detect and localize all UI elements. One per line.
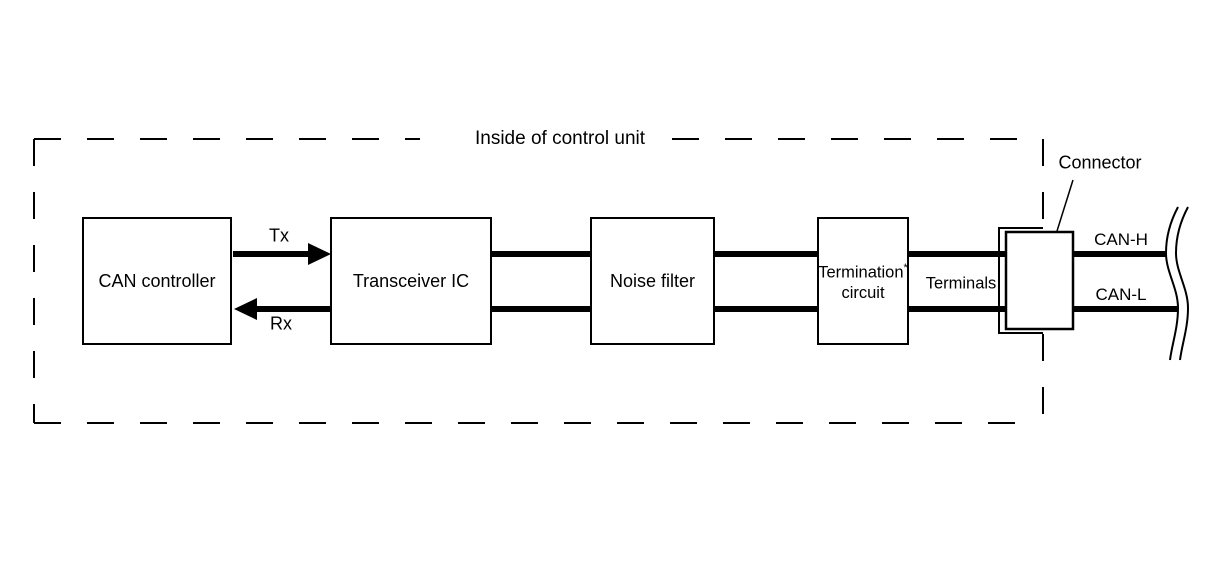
control-unit-dashed-boundary bbox=[33, 138, 1044, 424]
cable-break-icon bbox=[1164, 206, 1190, 361]
tx-arrow-icon bbox=[233, 243, 331, 265]
cable-break-right-squiggle bbox=[1174, 206, 1190, 361]
connector-pointer-line bbox=[1056, 179, 1074, 232]
connector-label: Connector bbox=[1058, 152, 1142, 173]
can-h-label: CAN-H bbox=[1094, 230, 1148, 249]
diagram-title: Inside of control unit bbox=[474, 128, 646, 149]
rx-label: Rx bbox=[270, 313, 292, 334]
terminals-label: Terminals bbox=[925, 274, 997, 293]
rx-arrow-icon bbox=[234, 298, 332, 320]
tx-label: Tx bbox=[269, 225, 289, 246]
block-transceiver-ic: Transceiver IC bbox=[330, 217, 492, 345]
block-label: Transceiver IC bbox=[352, 270, 470, 291]
block-label: Noise filter bbox=[609, 270, 696, 291]
block-termination-circuit: Termination* circuit bbox=[817, 217, 909, 345]
block-noise-filter: Noise filter bbox=[590, 217, 715, 345]
connector-plug bbox=[1004, 230, 1075, 331]
bus-lines bbox=[492, 251, 1177, 312]
termination-footnote-asterisk: * bbox=[903, 261, 908, 274]
block-label: Termination* circuit bbox=[818, 261, 908, 303]
block-can-controller: CAN controller bbox=[82, 217, 232, 345]
connector-notch bbox=[998, 227, 1043, 334]
cable-break-left-squiggle bbox=[1164, 206, 1180, 361]
block-label: CAN controller bbox=[98, 270, 216, 291]
can-l-label: CAN-L bbox=[1095, 285, 1147, 304]
